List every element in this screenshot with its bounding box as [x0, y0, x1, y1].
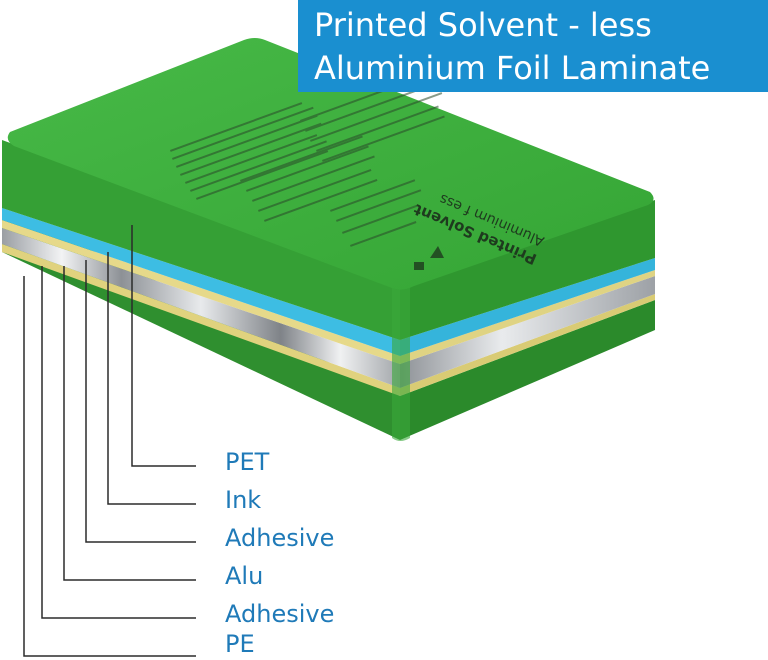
label-ink: Ink — [225, 486, 262, 514]
top-surface — [7, 38, 654, 290]
title-line-2: Aluminium Foil Laminate — [314, 49, 711, 87]
adhesive1-layer-left — [2, 220, 400, 364]
leader-line-pet — [131, 225, 196, 467]
adhesive1-layer-right — [400, 270, 655, 364]
label-alu: Alu — [225, 562, 264, 590]
label-adhesive-2: Adhesive — [225, 600, 335, 628]
title-banner: Printed Solvent - less Aluminium Foil La… — [298, 0, 768, 92]
ink-layer-right — [400, 258, 655, 356]
label-pet: PET — [225, 448, 270, 476]
leader-lines — [23, 225, 196, 657]
alu-layer-left — [2, 228, 400, 388]
adhesive2-layer-left — [2, 244, 400, 396]
adhesive2-layer-right — [400, 294, 655, 396]
leader-line-adhesive — [85, 260, 196, 543]
leader-line-ink — [107, 252, 196, 505]
pe-layer-right — [400, 300, 655, 440]
label-adhesive: Adhesive — [225, 524, 335, 552]
pet-layer-left — [2, 140, 400, 340]
leader-line-pe — [23, 276, 196, 657]
leader-line-alu — [63, 266, 196, 581]
ink-layer-left — [2, 208, 400, 356]
corner-edge — [392, 286, 410, 441]
label-pe: PE — [225, 630, 255, 658]
recycle-icon — [414, 246, 444, 270]
leader-line-adhesive-2 — [41, 266, 196, 619]
fine-print — [169, 72, 445, 247]
pet-layer-right — [400, 200, 655, 340]
alu-layer-right — [400, 276, 655, 388]
title-line-1: Printed Solvent - less — [314, 6, 652, 44]
